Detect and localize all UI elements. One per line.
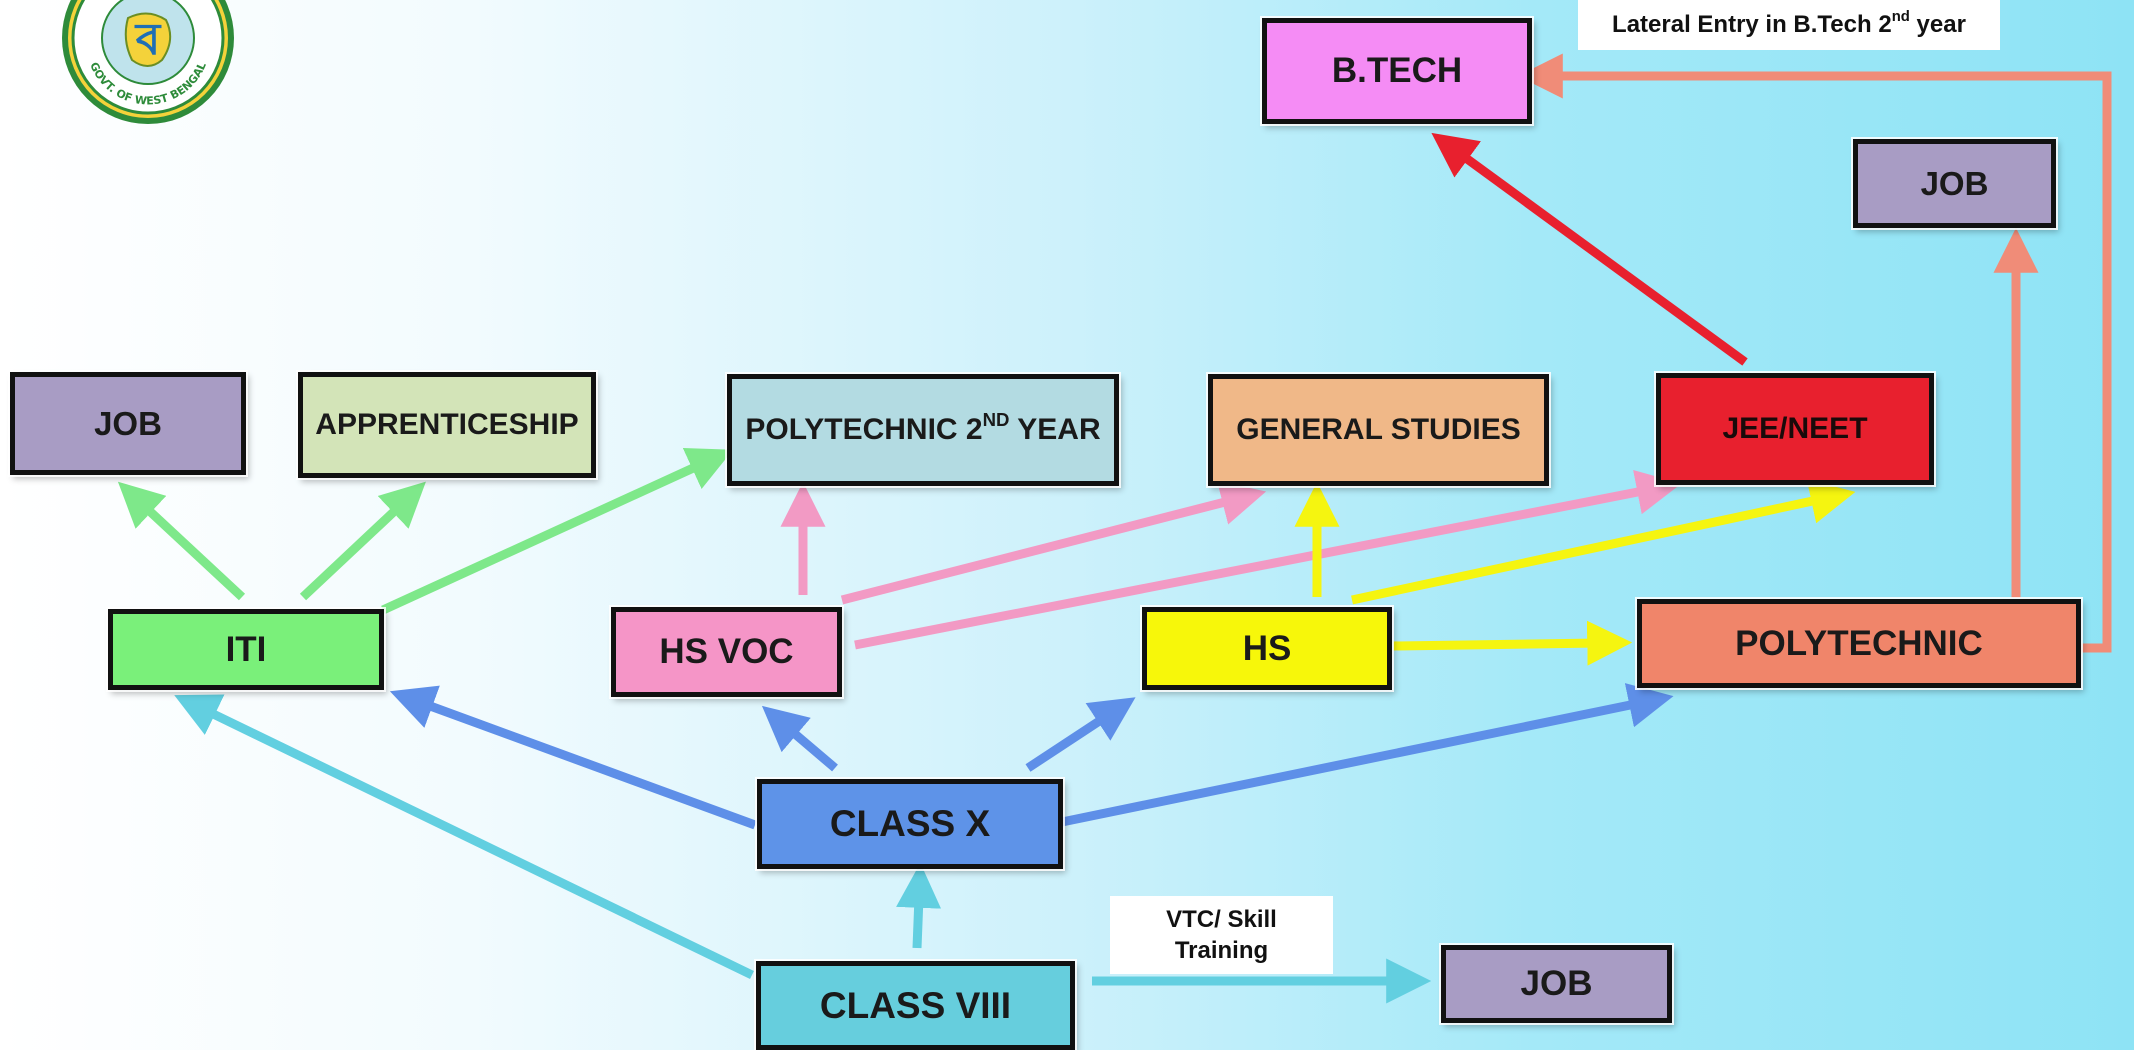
node-hsvoc: HS VOC	[611, 607, 842, 697]
note-vtc-line1: VTC/ Skill	[1166, 905, 1277, 933]
arrow-classx-to-hsvoc	[761, 705, 838, 772]
node-btech: B.TECH	[1262, 18, 1532, 124]
emblem-glyph: ব	[134, 14, 162, 65]
arrow-classx-to-hs	[1025, 697, 1136, 772]
node-classx: CLASS X	[757, 779, 1063, 869]
node-job-top-label: JOB	[1920, 164, 1989, 202]
node-poly2-label-main: POLYTECHNIC 2	[745, 413, 983, 446]
node-btech-label: B.TECH	[1331, 51, 1463, 90]
node-classviii-label: CLASS VIII	[819, 984, 1012, 1026]
arrow-classx-to-iti	[389, 685, 757, 830]
node-poly2-label-sup: ND	[982, 409, 1010, 431]
note-vtc-skill-training: VTC/ Skill Training	[1110, 896, 1333, 974]
node-hs-label: HS	[1242, 628, 1292, 668]
note-lateral-entry-text: Lateral Entry in B.Tech 2nd year	[1612, 8, 1966, 39]
note-lateral-entry-sup: nd	[1891, 8, 1910, 25]
note-lateral-entry: Lateral Entry in B.Tech 2nd year	[1578, 0, 2000, 50]
node-job-bottom: JOB	[1441, 945, 1672, 1023]
arrow-hs-to-jee	[1351, 479, 1856, 605]
govt-west-bengal-emblem: ব GOVT. OF WEST BENGAL	[62, 0, 234, 124]
node-classviii: CLASS VIII	[756, 961, 1075, 1050]
node-apprenticeship: APPRENTICESHIP	[298, 372, 596, 478]
arrow-iti-to-job	[117, 481, 246, 601]
node-hs: HS	[1142, 607, 1392, 690]
arrow-jee-to-btech	[1431, 132, 1748, 366]
node-polytechnic-label: POLYTECHNIC	[1735, 624, 1983, 663]
note-lateral-entry-main: Lateral Entry in B.Tech 2	[1612, 11, 1892, 38]
note-vtc-line2: Training	[1174, 937, 1269, 964]
node-job-top: JOB	[1853, 139, 2056, 228]
node-apprenticeship-label: APPRENTICESHIP	[315, 408, 579, 441]
arrow-classviii-to-classx	[896, 862, 942, 949]
arrow-iti-to-poly2	[381, 448, 734, 615]
node-poly2-label: POLYTECHNIC 2ND YEAR	[745, 410, 1101, 447]
arrow-hsvoc-to-jee	[854, 469, 1682, 650]
node-iti: ITI	[108, 609, 384, 690]
arrow-classx-to-polytechnic	[1061, 683, 1674, 827]
node-general-studies-label: GENERAL STUDIES	[1236, 413, 1521, 446]
node-job-bottom-label: JOB	[1520, 964, 1593, 1003]
arrow-hs-to-polytechnic	[1392, 620, 1633, 666]
arrow-iti-to-apprenticeship	[299, 481, 426, 601]
node-iti-label: ITI	[225, 629, 267, 669]
arrow-classviii-to-iti	[174, 694, 754, 980]
note-lateral-entry-tail: year	[1909, 11, 1966, 38]
arrow-polytechnic-lateral-to-btech	[1517, 53, 2112, 653]
node-polytechnic: POLYTECHNIC	[1637, 599, 2081, 688]
node-general-studies: GENERAL STUDIES	[1208, 374, 1549, 486]
node-job-left: JOB	[10, 372, 246, 475]
arrow-hsvoc-to-general	[840, 480, 1267, 605]
emblem-map-shape	[124, 12, 172, 67]
node-jee-neet: JEE/NEET	[1656, 373, 1934, 485]
node-jee-neet-label: JEE/NEET	[1722, 412, 1868, 445]
node-poly2-label-tail: YEAR	[1009, 413, 1101, 446]
node-job-left-label: JOB	[94, 404, 162, 442]
node-classx-label: CLASS X	[829, 803, 991, 844]
node-poly2: POLYTECHNIC 2ND YEAR	[727, 374, 1119, 486]
node-hsvoc-label: HS VOC	[659, 632, 794, 671]
